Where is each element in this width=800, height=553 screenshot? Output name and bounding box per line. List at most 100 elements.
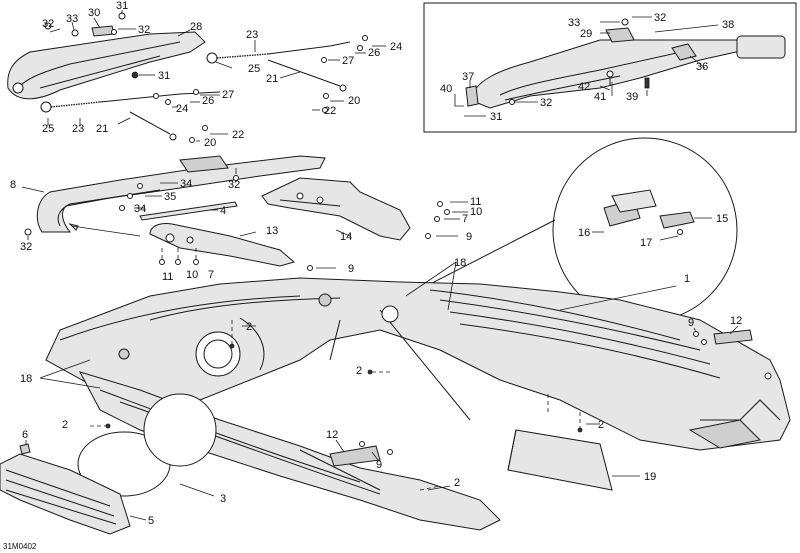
- callout-24b: 24: [176, 103, 188, 115]
- callout-2d: 2: [62, 419, 68, 431]
- callout-18a: 18: [454, 257, 466, 269]
- callout-11b: 11: [162, 271, 173, 283]
- lower-skirt: [77, 371, 501, 531]
- bracket-28-group: [7, 10, 206, 100]
- callout-18b: 18: [20, 373, 32, 385]
- bracket-28: [7, 31, 206, 100]
- bracket-13-group: [149, 223, 336, 271]
- callout-23b: 23: [72, 123, 84, 135]
- callout-33b: 33: [568, 17, 580, 29]
- callout-21a: 21: [96, 123, 108, 135]
- callout-15: 15: [716, 213, 728, 225]
- circle-detail: [359, 137, 738, 323]
- grille-group: [0, 440, 147, 535]
- callout-32e: 32: [654, 12, 666, 24]
- callout-14: 14: [340, 231, 352, 243]
- cap-34: [179, 155, 229, 173]
- inset-washer-33: [621, 18, 629, 26]
- callout-33a: 33: [66, 13, 78, 25]
- callout-40: 40: [440, 83, 452, 95]
- callout-10b: 10: [186, 269, 198, 281]
- callout-27b: 27: [222, 89, 234, 101]
- callout-42: 42: [578, 81, 590, 93]
- callout-22b: 22: [324, 105, 336, 117]
- bracket-13: [149, 223, 296, 267]
- callout-22a: 22: [232, 129, 244, 141]
- callout-34a: 34: [180, 178, 192, 190]
- callout-32d: 32: [20, 241, 32, 253]
- grille-5: [0, 453, 131, 535]
- eyelet-25b: [40, 101, 52, 113]
- callout-28: 28: [190, 21, 202, 33]
- callout-12a: 12: [730, 315, 742, 327]
- callout-9d: 9: [376, 459, 382, 471]
- bracket-14-group: [261, 177, 468, 241]
- callout-labels: 1 2 2 2 2 2 3 4 5 6 7 7 8 9 9 9 9 10 10 …: [10, 0, 742, 527]
- panel-19-group: [507, 429, 640, 491]
- bracket-14: [261, 177, 411, 241]
- callout-30: 30: [88, 7, 100, 19]
- inset-washer-41: [606, 70, 614, 78]
- bracket-12-right: [693, 325, 753, 345]
- round-opening: [195, 331, 241, 377]
- callout-32f: 32: [540, 97, 552, 109]
- bumper-8: [36, 155, 326, 233]
- callout-32c: 32: [228, 179, 240, 191]
- callout-38: 38: [722, 19, 734, 31]
- callout-36: 36: [696, 61, 708, 73]
- reference-code: 31M0402: [3, 542, 37, 551]
- callout-8: 8: [10, 179, 16, 191]
- nut-32c: [233, 175, 239, 181]
- callout-21b: 21: [266, 73, 278, 85]
- callout-25b: 25: [42, 123, 54, 135]
- plate-30: [91, 25, 115, 37]
- callout-31b: 31: [158, 70, 170, 82]
- callout-5: 5: [148, 515, 154, 527]
- callout-3: 3: [220, 493, 226, 505]
- inset-detail: [423, 2, 797, 133]
- callout-39: 39: [626, 91, 638, 103]
- bolt-31: [131, 71, 139, 79]
- washer-33: [71, 29, 79, 37]
- callout-1: 1: [684, 273, 690, 285]
- bracket-12a: [713, 329, 753, 345]
- callout-7a: 7: [462, 213, 468, 225]
- callout-13: 13: [266, 225, 278, 237]
- inset-nut-32: [509, 99, 515, 105]
- callout-2b: 2: [356, 365, 362, 377]
- callout-7b: 7: [208, 269, 214, 281]
- callout-9a: 9: [466, 231, 472, 243]
- inset-part-37: [465, 85, 479, 107]
- callout-26a: 26: [368, 47, 380, 59]
- callout-2e: 2: [454, 477, 460, 489]
- eyelet-25a: [206, 52, 218, 64]
- callout-19: 19: [644, 471, 656, 483]
- callout-24a: 24: [390, 41, 402, 53]
- callout-12b: 12: [326, 429, 338, 441]
- nut-32d: [24, 228, 32, 236]
- callout-27a: 27: [342, 55, 354, 67]
- callout-16: 16: [578, 227, 590, 239]
- callout-26b: 26: [202, 95, 214, 107]
- nut-32a: [44, 22, 52, 30]
- callout-41: 41: [594, 91, 606, 103]
- inset-end-cap: [736, 35, 786, 59]
- callout-34b: 34: [134, 203, 146, 215]
- callout-32a: 32: [42, 18, 54, 30]
- callout-2a: 2: [246, 321, 252, 333]
- callout-23a: 23: [246, 29, 258, 41]
- callout-4: 4: [220, 205, 226, 217]
- callout-6: 6: [22, 429, 28, 441]
- callout-29: 29: [580, 28, 592, 40]
- callout-20b: 20: [348, 95, 360, 107]
- callout-17: 17: [640, 237, 652, 249]
- spring-rod-group: [40, 35, 386, 143]
- callout-9b: 9: [348, 263, 354, 275]
- callout-11a: 11: [470, 196, 481, 208]
- callout-31c: 31: [490, 111, 502, 123]
- fastener-6: [19, 443, 31, 455]
- bracket-12b: [329, 445, 381, 467]
- callout-25a: 25: [248, 63, 260, 75]
- callout-35: 35: [164, 191, 176, 203]
